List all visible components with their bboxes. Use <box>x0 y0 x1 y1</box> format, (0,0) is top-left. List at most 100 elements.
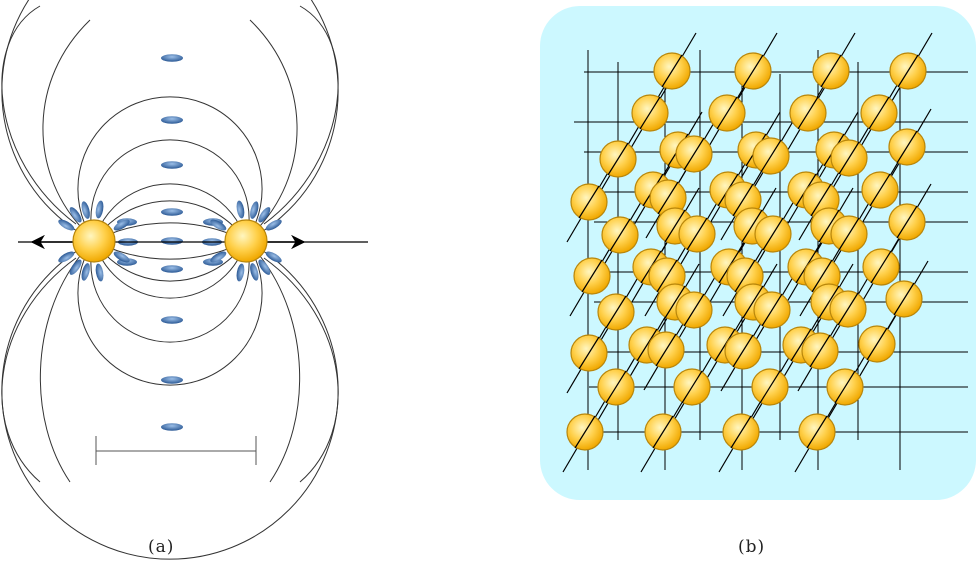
chain-line <box>656 259 678 293</box>
caption-a: (a) <box>148 537 175 557</box>
chain-line <box>893 282 915 316</box>
chain-line <box>686 217 708 251</box>
chain-line <box>897 54 919 88</box>
chain-line <box>866 327 888 361</box>
dipole <box>95 200 104 219</box>
dipole <box>81 201 90 219</box>
chain-line <box>716 96 738 130</box>
field-line <box>77 96 263 282</box>
scale-bar <box>95 436 257 465</box>
chain-line <box>818 209 840 243</box>
dipoles <box>58 54 282 431</box>
dipole <box>161 54 183 62</box>
chain-line <box>809 334 831 368</box>
left-particle <box>72 219 116 263</box>
dipole <box>69 207 82 223</box>
chain-line <box>657 181 679 215</box>
caption-b: (b) <box>738 537 766 557</box>
dipole <box>161 376 183 384</box>
chain-line <box>741 209 763 243</box>
field-line <box>259 255 301 483</box>
dipole <box>161 208 183 216</box>
dipole <box>161 423 183 431</box>
chain-line <box>734 259 756 293</box>
chain-line <box>838 141 860 175</box>
chain-line <box>605 295 627 329</box>
dipole <box>258 259 271 275</box>
field-line <box>1 5 77 225</box>
chain-line <box>869 173 891 207</box>
dipole <box>265 219 282 231</box>
field-line <box>90 139 250 299</box>
chain-line <box>681 370 703 404</box>
dipole <box>236 263 245 282</box>
chain-line <box>581 259 603 293</box>
chain-line <box>742 285 764 319</box>
chain-line <box>578 336 600 370</box>
chain-line <box>714 328 736 362</box>
chain-line <box>730 415 752 449</box>
lattice-chains <box>562 32 968 473</box>
dipole <box>161 116 183 124</box>
dipole <box>265 251 282 263</box>
chain-line <box>661 54 683 88</box>
field-line <box>90 183 250 343</box>
chain-line <box>797 96 819 130</box>
dipole <box>58 251 75 263</box>
dipole <box>161 316 183 324</box>
chain-line <box>683 137 705 171</box>
dipole <box>69 259 82 275</box>
dipole <box>95 263 104 282</box>
dipole <box>161 161 183 169</box>
chain-line <box>639 96 661 130</box>
field-line <box>249 19 298 227</box>
field-line <box>263 257 339 483</box>
dipole <box>250 201 259 219</box>
dipole <box>58 219 75 231</box>
dipole <box>81 263 90 281</box>
field-line <box>77 200 263 386</box>
chain-line <box>810 183 832 217</box>
chain-line <box>837 292 859 326</box>
chain-line <box>732 183 754 217</box>
chain-line <box>811 259 833 293</box>
chain-line <box>683 293 705 327</box>
dipole <box>161 265 183 273</box>
chain-line <box>574 415 596 449</box>
field-line <box>1 0 339 260</box>
chain-line <box>761 293 783 327</box>
chain-line <box>605 370 627 404</box>
field-lines <box>1 0 339 560</box>
chain-line <box>664 285 686 319</box>
panel-b-particle-lattice <box>540 6 976 500</box>
chain-line <box>759 370 781 404</box>
chain-line <box>636 328 658 362</box>
chain-line <box>868 96 890 130</box>
dipole <box>113 219 130 231</box>
chain-line <box>834 370 856 404</box>
chain-line <box>655 333 677 367</box>
chain-line <box>760 139 782 173</box>
chain-line <box>806 415 828 449</box>
chain-line <box>578 185 600 219</box>
chain-line <box>607 142 629 176</box>
chain-line <box>790 328 812 362</box>
dipole <box>250 263 259 281</box>
chain-line <box>742 54 764 88</box>
right-particle <box>224 219 268 263</box>
dipole <box>113 251 130 263</box>
dipole <box>258 207 271 223</box>
chain-line <box>820 54 842 88</box>
chain-line <box>762 217 784 251</box>
chain-line <box>896 130 918 164</box>
dipole <box>210 251 227 263</box>
chain-line <box>870 250 892 284</box>
dipole <box>161 237 183 245</box>
dipole <box>236 200 245 219</box>
field-line <box>263 5 339 225</box>
field-line <box>42 19 91 227</box>
dipole <box>210 219 227 231</box>
field-line <box>39 255 81 483</box>
chain-line <box>652 415 674 449</box>
